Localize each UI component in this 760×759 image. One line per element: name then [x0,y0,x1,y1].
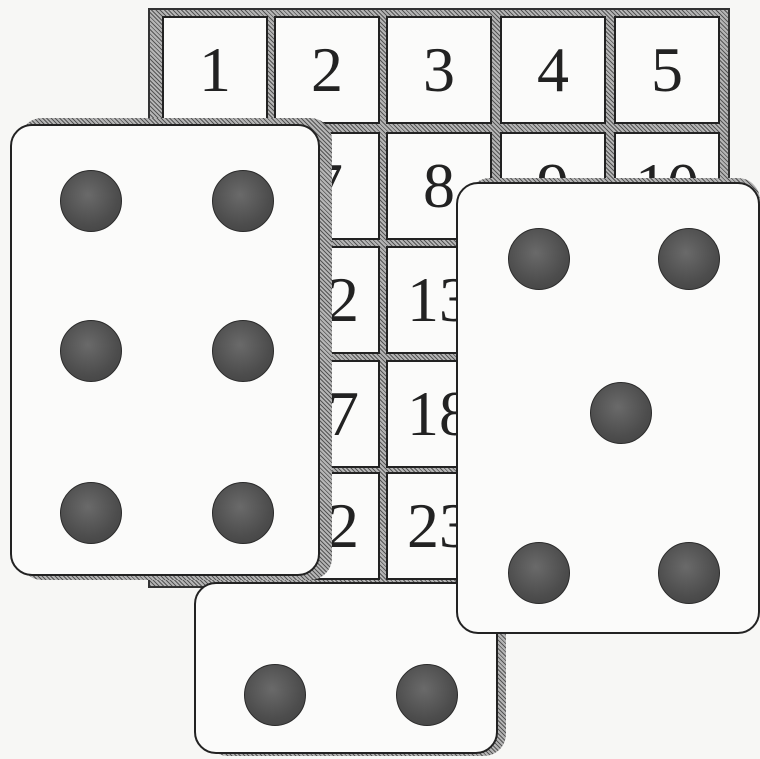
pip [508,228,570,290]
pip [590,382,652,444]
board-cell: 2 [274,16,380,124]
board-cell: 1 [162,16,268,124]
board-cell: 4 [500,16,606,124]
pip [60,320,122,382]
dice-card-two [194,582,498,754]
pip [60,482,122,544]
pip [508,542,570,604]
pip [212,320,274,382]
pip [658,228,720,290]
pip [212,170,274,232]
board-cell: 3 [386,16,492,124]
pip [396,664,458,726]
pip [244,664,306,726]
board-cell: 5 [614,16,720,124]
dice-card-six [10,124,320,576]
dice-card-five [456,182,760,634]
pip [658,542,720,604]
pip [212,482,274,544]
pip [60,170,122,232]
